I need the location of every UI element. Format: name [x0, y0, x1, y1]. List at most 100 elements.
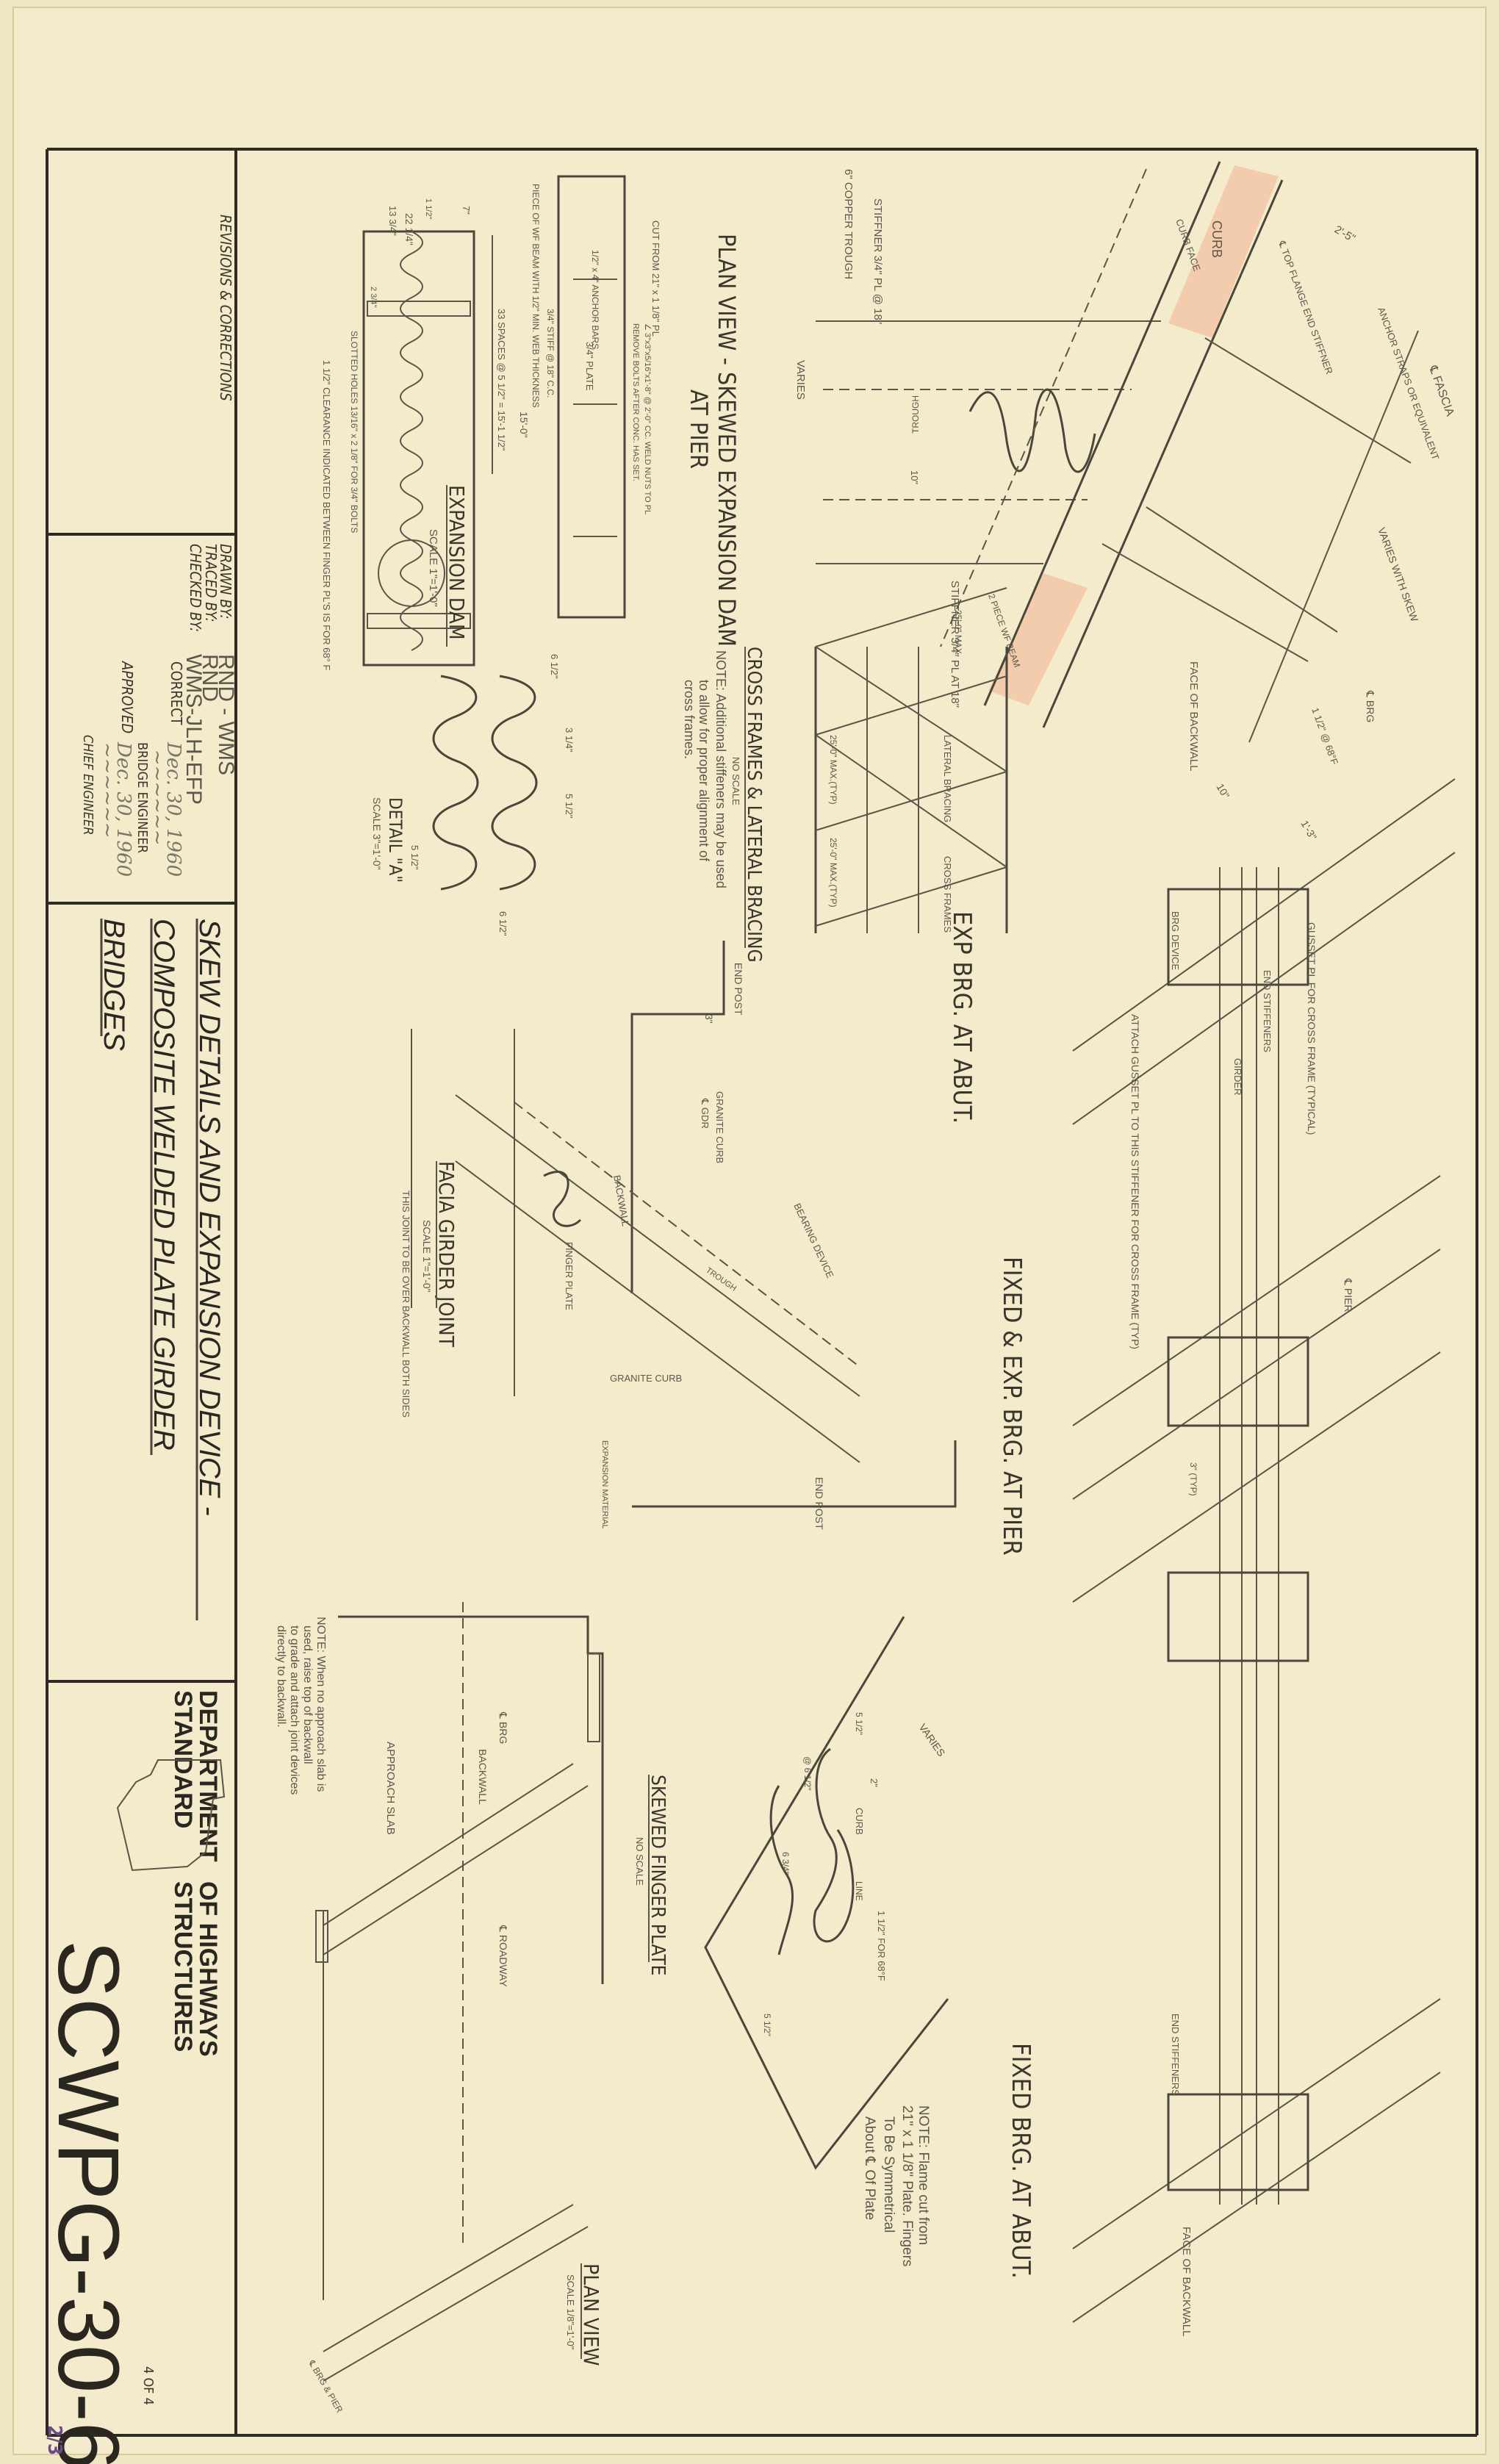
drawing-number: SCWPG-30-62	[40, 1940, 137, 2464]
label-angle: ∠ 3"x3"x5/16"x1'-8" @ 2'-0" CC. WELD NUT…	[643, 323, 652, 514]
plan-pier-subtitle: AT PIER	[685, 389, 713, 469]
facia-title: FACIA GIRDER JOINT	[434, 1161, 459, 1348]
fixed-note-3: To Be Symmetrical	[881, 2116, 896, 2233]
title-line-1: SKEW DETAILS AND EXPANSION DEVICE -	[193, 919, 226, 1516]
cross-frames-note-1: NOTE: Additional stiffeners may be used	[713, 650, 728, 888]
plan-pier-title: PLAN VIEW - SKEWED EXPANSION DAM	[713, 234, 741, 647]
dim-6-3-4: 6 3/4"	[780, 1852, 791, 1875]
dim-a-2: 3 1/4"	[564, 728, 575, 753]
label-3-typ: 3" (TYP)	[1188, 1462, 1198, 1496]
state-outline-logo	[116, 1759, 226, 1872]
chief-engineer-label: CHIEF ENGINEER	[80, 735, 96, 835]
fixed-note-1: NOTE: Flame cut from	[916, 2105, 931, 2245]
label-granite-curb-2: GRANITE CURB	[610, 1373, 682, 1384]
dim-5-1-2-b: 5 1/2"	[762, 2014, 772, 2036]
label-girder: GIRDER	[1232, 1058, 1243, 1096]
plan-note-3: to grade and attach joint devices	[288, 1626, 301, 1795]
dept-line-2b: STRUCTURES	[169, 1881, 197, 2052]
correct-date: Dec. 30, 1960	[162, 741, 184, 877]
label-cut-from: CUT FROM 21" x 1 1/8" PL	[650, 220, 661, 337]
dim-a-3: 5 1/2"	[564, 794, 575, 819]
label-varies: VARIES	[794, 360, 807, 400]
label-lateral-bracing: LATERAL BRACING	[942, 735, 953, 822]
label-trough: TROUGH	[910, 395, 921, 434]
label-brg-device-1: BRG DEVICE	[1170, 911, 1181, 971]
label-attach-gusset: ATTACH GUSSET PL TO THIS STIFFENER FOR C…	[1129, 1014, 1141, 1349]
detail-a: DETAIL "A" SCALE 3"=1'-0" 6 1/2" 3 1/4" …	[371, 654, 575, 936]
label-pier: ℄ PIER	[1342, 1278, 1354, 1312]
cross-frames-title: CROSS FRAMES & LATERAL BRACING	[743, 647, 765, 963]
dim-25-typ-1: 25'-0" MAX.(TYP)	[828, 735, 838, 805]
label-gusset: GUSSET PL FOR CROSS FRAME (TYPICAL)	[1306, 922, 1318, 1135]
label-approach-slab: APPROACH SLAB	[384, 1742, 397, 1835]
label-curb-fp: CURB	[854, 1808, 865, 1835]
exp-dam-title: EXPANSION DAM	[445, 485, 469, 640]
fixed-brg-abut-title: FIXED BRG. AT ABUT.	[1006, 2043, 1035, 2279]
detail-a-title: DETAIL "A"	[385, 797, 406, 883]
drawn-by-value: RND - WMS	[214, 654, 238, 775]
sheet-edge	[12, 7, 1487, 2455]
label-end-stiffeners-2: END STIFFENERS	[1170, 2014, 1181, 2096]
label-slotted-holes: SLOTTED HOLES 13/16" x 2 1/8" FOR 3/4" B…	[349, 331, 359, 533]
label-granite-curb-1: GRANITE CURB	[714, 1091, 725, 1163]
label-line-fp: LINE	[854, 1881, 864, 1901]
curb-bottom	[988, 573, 1088, 705]
label-joint-over-backwall: THIS JOINT TO BE OVER BACKWALL BOTH SIDE…	[400, 1190, 411, 1418]
plan-view: PLAN VIEW SCALE 1/8"=1'-0" APPROACH SLAB…	[275, 1602, 604, 2415]
cross-frames-note-3: cross frames.	[682, 680, 697, 759]
traced-by-label: TRACED BY:	[202, 544, 220, 622]
label-expansion-material: EXPANSION MATERIAL	[600, 1440, 609, 1529]
dim-7: 7"	[461, 206, 472, 215]
plan-note-2: used, raise top of backwall	[301, 1626, 314, 1764]
dept-line-1b: OF HIGHWAYS	[194, 1881, 222, 2057]
label-end-post-2: END POST	[813, 1477, 825, 1530]
label-gdr-1: ℄ GDR	[700, 1098, 711, 1129]
checked-by-value: WMS-JLH-EFP	[181, 654, 206, 805]
dim-2in: 2"	[869, 1778, 880, 1787]
label-face-backwall-1: FACE OF BACKWALL	[1187, 661, 1200, 771]
curb-top	[1168, 165, 1279, 338]
label-brg-1: ℄ BRG	[1365, 690, 1376, 722]
stamp-number: 2/3	[43, 2425, 65, 2455]
bridge-engineer-signature: ~~~~~~	[146, 750, 168, 846]
approved-label: APPROVED	[118, 661, 136, 733]
skewed-finger-plate: SKEWED FINGER PLATE NO SCALE VARIES 2" C…	[634, 1616, 949, 2266]
plan-note-1: NOTE: When no approach slab is	[314, 1617, 327, 1792]
revisions-label: REVISIONS & CORRECTIONS	[217, 215, 234, 401]
label-remove-bolts: REMOVE BOLTS AFTER CONC. HAS SET.	[631, 323, 640, 481]
plan-scale: SCALE 1/8"=1'-0"	[565, 2274, 576, 2350]
exp-dam-scale: SCALE 1"=1'-0"	[427, 529, 439, 607]
fixed-note-2: 21" x 1 1/8" Plate. Fingers	[899, 2105, 915, 2266]
label-stiffner-bottom: STIFFNER 3/4" PL AT 18"	[949, 581, 961, 708]
label-end-stiffeners-1: END STIFFENERS	[1262, 970, 1273, 1052]
drawn-by-label: DRAWN BY:	[217, 544, 234, 619]
finger-scale: NO SCALE	[634, 1837, 645, 1886]
dim-1-1-2: 1 1/2"	[424, 198, 433, 219]
label-copper-trough: 6" COPPER TROUGH	[842, 169, 855, 279]
label-roadway: ℄ ROADWAY	[497, 1925, 509, 1987]
label-3in-1: 3"	[703, 1014, 715, 1024]
cross-frames-note-2: to allow for proper alignment of	[697, 680, 711, 862]
label-10in: 10"	[909, 470, 920, 484]
label-finger-plate: FINGER PLATE	[564, 1242, 575, 1310]
cross-frames-lateral-bracing: CROSS FRAMES & LATERAL BRACING NO SCALE …	[682, 587, 1008, 963]
label-plate: 3/4" PLATE	[584, 342, 595, 391]
dim-22-1-4: 22 1/4"	[403, 213, 415, 245]
sheet-border	[46, 148, 1478, 2437]
dim-a-4: 5 1/2"	[409, 845, 420, 870]
finger-title: SKEWED FINGER PLATE	[647, 1775, 669, 1976]
label-stiff: 3/4" STIFF @ 18" C.C.	[545, 309, 556, 398]
label-brg-plan: ℄ BRG	[497, 1711, 509, 1744]
detail-a-scale: SCALE 3"=1'-0"	[371, 797, 383, 870]
approved-date: Dec. 30, 1960	[112, 741, 134, 877]
checked-by-label: CHECKED BY:	[187, 544, 204, 632]
plan-note-4: directly to backwall.	[275, 1626, 287, 1728]
label-stiffner-top: STIFFNER 3/4" PL @ 18"	[871, 198, 884, 324]
fixed-note-4: About ℄ Of Plate	[862, 2116, 877, 2220]
label-wf-piece: PIECE OF WF BEAM WITH 1/2" MIN. WEB THIC…	[531, 184, 541, 408]
dim-15-0: 15'-0"	[518, 412, 530, 438]
dim-6-1-2: @ 6 1/2"	[802, 1756, 813, 1790]
label-cross-frames: CROSS FRAMES	[942, 856, 953, 933]
dim-33-spaces: 33 SPACES @ 5 1/2" = 15'-1 1/2"	[496, 309, 507, 451]
correct-label: CORRECT	[168, 661, 185, 726]
